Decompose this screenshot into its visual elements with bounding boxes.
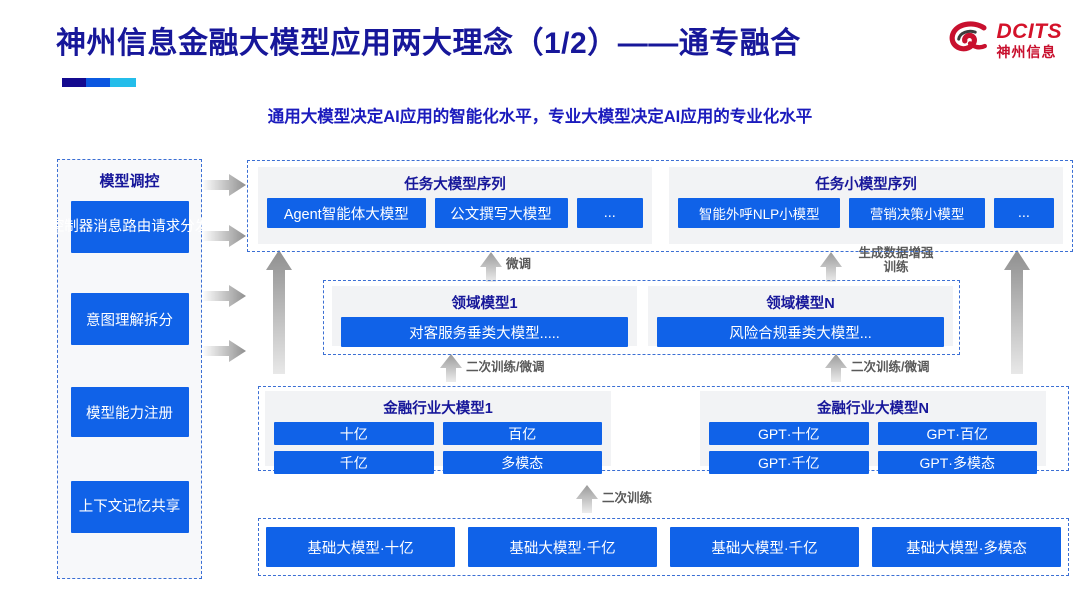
domain-model-customer-service[interactable]: 对客服务垂类大模型..... <box>341 317 628 347</box>
arrow-label-data-augment: 生成数据增强 训练 <box>848 246 944 275</box>
task-model-small-more[interactable]: ... <box>993 198 1054 228</box>
task-small-models-row: 智能外呼NLP小模型 营销决策小模型 ... <box>669 198 1063 236</box>
page-subtitle: 通用大模型决定AI应用的智能化水平，专业大模型决定AI应用的专业化水平 <box>267 108 813 126</box>
sidebar-item-capability-registry[interactable]: 模型能力注册 <box>70 387 189 437</box>
industry-model-1-grid: 十亿 百亿 千亿 多模态 <box>265 422 611 480</box>
swirl-logo-icon <box>949 21 987 52</box>
industry-model-n-gpt-multimodal[interactable]: GPT·多模态 <box>877 451 1037 474</box>
industry-model-n-panel: 金融行业大模型N GPT·十亿 GPT·百亿 GPT·千亿 GPT·多模态 <box>700 391 1046 474</box>
base-model-trillion-1[interactable]: 基础大模型·千亿 <box>468 527 657 567</box>
arrow-label-retrain-base: 二次训练 <box>602 491 653 505</box>
industry-model-1-panel: 金融行业大模型1 十亿 百亿 千亿 多模态 <box>265 391 611 474</box>
logo-text-cn: 神州信息 <box>996 44 1057 60</box>
domain-model-risk-compliance[interactable]: 风险合规垂类大模型... <box>657 317 944 347</box>
domain-models-group <box>323 280 960 355</box>
sidebar-item-context-memory[interactable]: 上下文记忆共享 <box>70 481 189 533</box>
industry-model-1-trillion[interactable]: 千亿 <box>274 451 434 474</box>
base-model-multimodal[interactable]: 基础大模型·多模态 <box>872 527 1061 567</box>
flow-arrow-up-data-augment <box>820 252 842 282</box>
flow-arrow-up-retrain-left <box>440 354 462 382</box>
flow-arrow-right-2 <box>202 225 246 247</box>
domain-model-n-panel: 领域模型N 风险合规垂类大模型... <box>648 286 953 347</box>
industry-model-1-multimodal[interactable]: 多模态 <box>442 451 602 474</box>
domain-model-n-row: 风险合规垂类大模型... <box>648 317 953 355</box>
base-model-billion[interactable]: 基础大模型·十亿 <box>266 527 455 567</box>
task-large-models-row: Agent智能体大模型 公文撰写大模型 ... <box>258 198 652 236</box>
sidebar-item-intent-understanding[interactable]: 意图理解拆分 <box>70 293 189 345</box>
base-model-trillion-2[interactable]: 基础大模型·千亿 <box>670 527 859 567</box>
industry-model-n-grid: GPT·十亿 GPT·百亿 GPT·千亿 GPT·多模态 <box>700 422 1046 480</box>
company-logo: DCITS 神州信息 <box>949 20 1063 60</box>
flow-arrow-up-retrain-right <box>825 354 847 382</box>
sidebar-item-controller-routing[interactable]: 控制器消息路由请求分发 <box>50 201 209 253</box>
domain-model-1-row: 对客服务垂类大模型..... <box>332 317 637 355</box>
task-model-more[interactable]: ... <box>576 198 643 228</box>
arrow-label-finetune: 微调 <box>506 257 532 271</box>
industry-model-n-gpt-trillion[interactable]: GPT·千亿 <box>709 451 869 474</box>
task-large-models-panel: 任务大模型序列 Agent智能体大模型 公文撰写大模型 ... <box>258 167 652 244</box>
arrow-label-data-augment-line2: 训练 <box>883 260 909 275</box>
industry-model-n-gpt-billion[interactable]: GPT·十亿 <box>709 422 869 445</box>
accent-bar <box>62 78 136 87</box>
base-models-group <box>258 518 1069 576</box>
industry-model-1-tenbillion[interactable]: 百亿 <box>442 422 602 445</box>
task-small-models-title: 任务小模型序列 <box>815 177 917 193</box>
page-title: 神州信息金融大模型应用两大理念（1/2）——通专融合 <box>56 27 801 60</box>
domain-model-1-title: 领域模型1 <box>451 296 518 312</box>
model-control-panel: 模型调控 控制器消息路由请求分发 意图理解拆分 模型能力注册 上下文记忆共享 <box>50 159 209 579</box>
task-small-models-panel: 任务小模型序列 智能外呼NLP小模型 营销决策小模型 ... <box>669 167 1063 244</box>
task-models-group <box>247 160 1073 252</box>
flow-arrow-right-3 <box>202 285 246 307</box>
domain-model-n-title: 领域模型N <box>766 296 835 312</box>
base-models-row: 基础大模型·十亿 基础大模型·千亿 基础大模型·千亿 基础大模型·多模态 <box>266 527 1061 567</box>
flow-arrow-up-tall-right <box>1004 250 1030 374</box>
flow-arrow-right-1 <box>202 174 246 196</box>
task-model-agent[interactable]: Agent智能体大模型 <box>267 198 426 228</box>
task-large-models-title: 任务大模型序列 <box>404 177 506 193</box>
industry-model-1-billion[interactable]: 十亿 <box>274 422 434 445</box>
flow-arrow-up-tall-left <box>266 250 292 374</box>
sidebar-header: 模型调控 <box>99 173 160 190</box>
flow-arrow-up-retrain-base <box>576 485 598 513</box>
task-model-outbound-nlp[interactable]: 智能外呼NLP小模型 <box>678 198 841 228</box>
industry-models-group <box>258 386 1069 471</box>
industry-model-n-title: 金融行业大模型N <box>817 401 929 417</box>
task-model-document-writing[interactable]: 公文撰写大模型 <box>434 198 568 228</box>
flow-arrow-right-4 <box>202 340 246 362</box>
arrow-label-retrain-right: 二次训练/微调 <box>851 360 930 374</box>
arrow-label-data-augment-line1: 生成数据增强 <box>858 246 934 260</box>
industry-model-1-title: 金融行业大模型1 <box>383 401 493 417</box>
flow-arrow-up-finetune <box>480 252 502 282</box>
task-model-marketing-decision[interactable]: 营销决策小模型 <box>849 198 985 228</box>
arrow-label-retrain-left: 二次训练/微调 <box>466 360 545 374</box>
industry-model-n-gpt-tenbillion[interactable]: GPT·百亿 <box>877 422 1037 445</box>
logo-text-en: DCITS <box>996 20 1062 43</box>
domain-model-1-panel: 领域模型1 对客服务垂类大模型..... <box>332 286 637 347</box>
